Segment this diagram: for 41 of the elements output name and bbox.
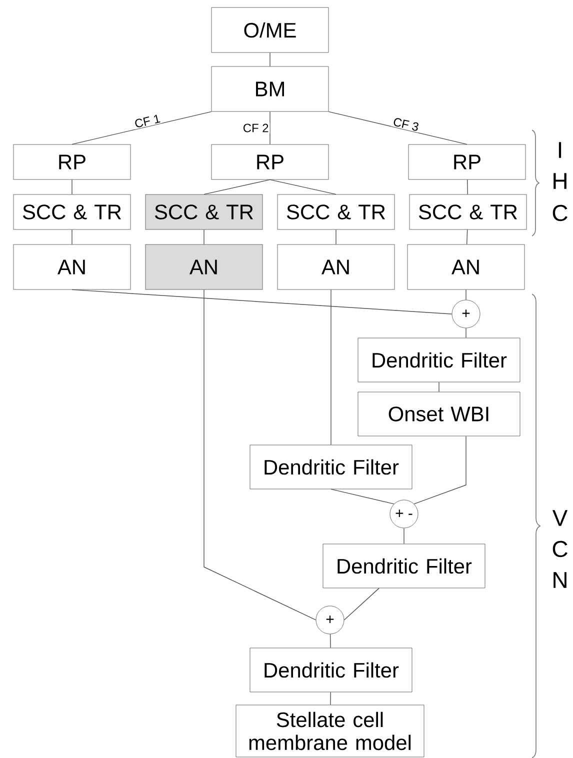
edge-label: CF 1 <box>132 112 162 130</box>
connector-line <box>438 382 440 392</box>
connector-line <box>330 634 331 648</box>
connector-line <box>330 289 332 446</box>
process-box: SCC & TR <box>145 194 263 230</box>
connector-line <box>344 588 380 620</box>
edge-label: CF 2 <box>242 122 270 134</box>
side-letter: V <box>552 510 568 526</box>
process-box: SCC & TR <box>13 194 131 230</box>
side-letter: N <box>554 572 566 588</box>
edge-label: CF 3 <box>391 116 421 133</box>
side-letter: C <box>552 204 568 222</box>
process-box: O/ME <box>211 7 329 53</box>
process-box: AN <box>407 244 525 290</box>
process-box: BM <box>211 66 329 112</box>
connector-line <box>204 289 316 620</box>
process-box: RP <box>13 144 131 180</box>
side-letter: C <box>552 540 568 558</box>
side-letter: I <box>558 142 562 158</box>
process-box: AN <box>277 244 395 290</box>
process-box: Dendritic Filter <box>358 338 520 382</box>
connector-line <box>72 111 212 145</box>
process-box: Stellate cell membrane model <box>236 704 424 758</box>
connector-line <box>466 229 468 245</box>
process-box: RP <box>408 144 526 180</box>
process-box: Dendritic Filter <box>250 444 412 490</box>
connector-line <box>72 289 452 314</box>
connector-line <box>414 436 466 504</box>
process-box: SCC & TR <box>409 194 527 230</box>
process-box: AN <box>145 244 263 290</box>
process-box: SCC & TR <box>277 194 395 230</box>
process-box: Dendritic Filter <box>250 648 412 692</box>
process-box: Onset WBI <box>358 392 520 436</box>
connector-line <box>467 179 468 195</box>
connector-line <box>330 692 331 706</box>
process-box: Dendritic Filter <box>322 544 486 588</box>
side-letter: H <box>554 173 566 189</box>
connector-line <box>330 488 394 504</box>
connector-line <box>328 111 468 145</box>
process-box: AN <box>13 244 131 290</box>
process-box: RP <box>211 144 329 180</box>
